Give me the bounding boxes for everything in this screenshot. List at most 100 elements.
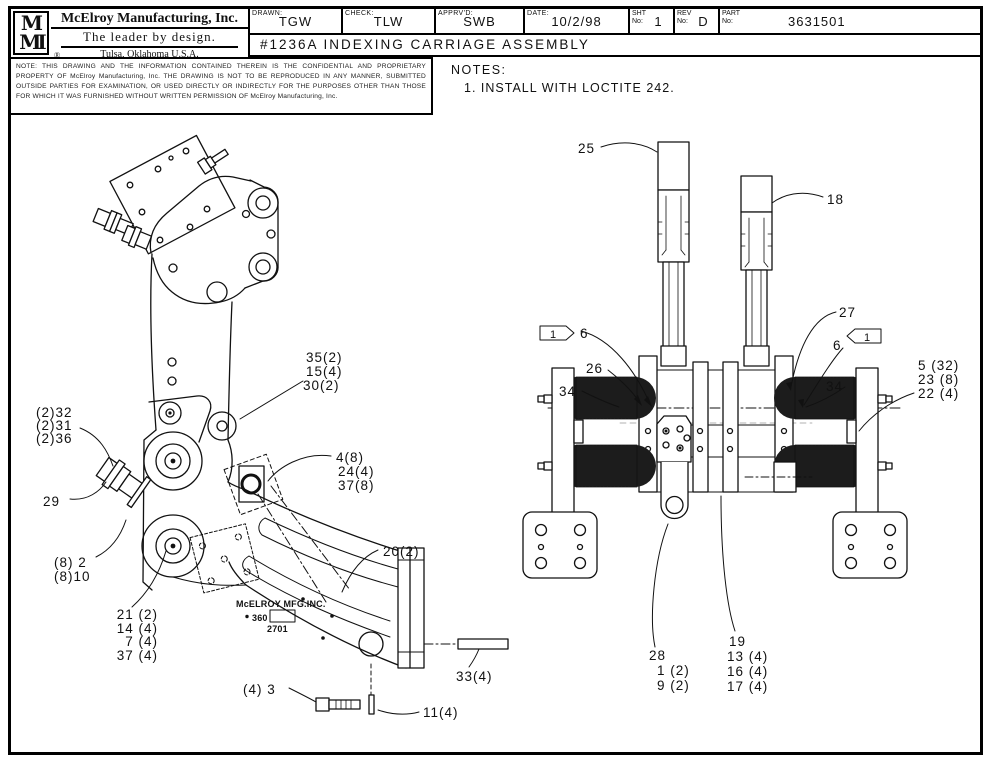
center-index-arm: [656, 415, 692, 520]
callout-14: 14 (4): [117, 621, 158, 636]
outer-arm-left: [537, 367, 584, 517]
zone-flag-left: 1: [539, 325, 575, 341]
callout-24: 24(4): [338, 464, 375, 479]
spring-packs: [555, 376, 875, 488]
sht-label: SHT No:: [632, 10, 646, 25]
callout-2: (8) 2: [54, 555, 87, 570]
logo-letters-mi: MI: [19, 30, 47, 54]
callout-27: 27: [839, 305, 856, 320]
guide-rod-25: [657, 141, 690, 359]
nameplate-number: 2701: [267, 624, 288, 634]
check-value: TLW: [373, 14, 404, 29]
jaw-arm: [172, 481, 425, 669]
callout-34-right: 34: [826, 379, 843, 394]
date-label: DATE:: [527, 10, 550, 17]
link-plate-left: [660, 345, 687, 367]
guide-rod-18: [740, 175, 773, 359]
registered-trademark-icon: ®: [54, 51, 61, 60]
outer-arm-right: [846, 367, 893, 517]
callout-36: (2)36: [36, 431, 73, 446]
drawing-title-row: #1236A INDEXING CARRIAGE ASSEMBLY: [248, 33, 980, 57]
bolt-head: [315, 697, 330, 712]
callout-16: 16 (4): [727, 664, 768, 679]
stop-block: [744, 461, 813, 493]
gearbox-shaft-left: [92, 207, 134, 236]
gearbox-shaft-top: [196, 148, 229, 175]
rev-label-line1: REV: [677, 10, 692, 17]
date-value: 10/2/98: [551, 14, 602, 29]
left-view-leaders: [69, 380, 480, 715]
title-block-fields: DRAWN: TGW CHECK: TLW APPRV'D: SWB DATE:…: [248, 9, 980, 35]
callout-7: 7 (4): [125, 634, 158, 649]
callout-37a: 37(8): [338, 478, 375, 493]
callout-3: (4) 3: [243, 682, 276, 697]
company-tagline: The leader by design.: [60, 29, 239, 48]
callout-4: 4(8): [336, 450, 364, 465]
sht-label-line1: SHT: [632, 10, 646, 17]
pivot-bearings: [141, 401, 237, 578]
drawn-label: DRAWN:: [252, 10, 283, 17]
sht-label-line2: No:: [632, 17, 643, 25]
drawn-value: TGW: [278, 14, 313, 29]
zone-flag-right-label: 1: [864, 332, 870, 344]
rev-value: D: [698, 14, 709, 29]
callout-26: 26: [586, 361, 603, 376]
callout-15: 15(4): [306, 364, 343, 379]
callout-11: 11(4): [423, 705, 459, 720]
field-check: CHECK: TLW: [341, 9, 434, 33]
part-value: 3631501: [788, 14, 846, 29]
rev-label-line2: No:: [677, 17, 688, 25]
pivot-bracket-plate: [149, 175, 279, 305]
callout-32: (2)32: [36, 405, 73, 420]
company-location-row: ® Tulsa, Oklahoma U.S.A.: [51, 48, 248, 60]
callout-9: 9 (2): [657, 678, 690, 693]
nameplate: McELROY MFG.INC. 360 2701: [236, 599, 326, 634]
nameplate-brand: McELROY MFG.INC.: [236, 599, 326, 609]
pin-rod-33: [457, 638, 509, 650]
callout-13: 13 (4): [727, 649, 768, 664]
callout-22: 22 (4): [918, 386, 959, 401]
field-date: DATE: 10/2/98: [523, 9, 628, 33]
callout-25: 25: [578, 141, 595, 156]
company-location: Tulsa, Oklahoma U.S.A.: [100, 49, 199, 60]
note-1: 1. INSTALL WITH LOCTITE 242.: [464, 81, 675, 95]
sht-value: 1: [654, 14, 663, 29]
nameplate-serial-box: [269, 609, 296, 623]
right-view-leaders: [580, 142, 915, 648]
notes-block: NOTES: 1. INSTALL WITH LOCTITE 242.: [451, 63, 675, 95]
proprietary-disclaimer: NOTE: THIS DRAWING AND THE INFORMATION C…: [11, 57, 433, 115]
part-label: PART No:: [722, 10, 740, 25]
foot-plate-left: [522, 511, 598, 579]
left-view-carriage-arm: McELROY MFG.INC. 360 2701: [36, 134, 509, 720]
callout-33: 33(4): [456, 669, 493, 684]
gearbox-fitting-lower: [121, 224, 153, 250]
callout-37b: 37 (4): [117, 648, 158, 663]
rev-label: REV No:: [677, 10, 691, 25]
apprvd-label: APPRV'D:: [438, 10, 474, 17]
link-plate-right: [743, 345, 770, 367]
foot-plate-right: [832, 511, 908, 579]
callout-18: 18: [827, 192, 844, 207]
callout-30: 30(2): [303, 378, 340, 393]
callout-5: 5 (32): [918, 358, 959, 373]
field-drawn: DRAWN: TGW: [248, 9, 341, 33]
callout-29: 29: [43, 494, 60, 509]
callout-10: (8)10: [54, 569, 91, 584]
field-part: PART No: 3631501: [718, 9, 980, 33]
callout-17: 17 (4): [727, 679, 768, 694]
callout-23: 23 (8): [918, 372, 959, 387]
callout-21: 21 (2): [117, 607, 158, 622]
logo-letter-m: M: [20, 11, 43, 35]
field-sht: SHT No: 1: [628, 9, 673, 33]
drawing-title: #1236A INDEXING CARRIAGE ASSEMBLY: [260, 37, 590, 52]
washer: [368, 694, 375, 715]
nameplate-model: 360: [252, 613, 268, 623]
lube-fitting-29: [95, 456, 152, 509]
callout-35: 35(2): [306, 350, 343, 365]
company-title-cell: McElroy Manufacturing, Inc. The leader b…: [51, 9, 248, 60]
right-view-carriage-front: 1 1: [522, 141, 959, 694]
callout-20: 20(2): [383, 544, 420, 559]
part-label-line2: No:: [722, 17, 733, 25]
callout-28: 28: [649, 648, 666, 663]
